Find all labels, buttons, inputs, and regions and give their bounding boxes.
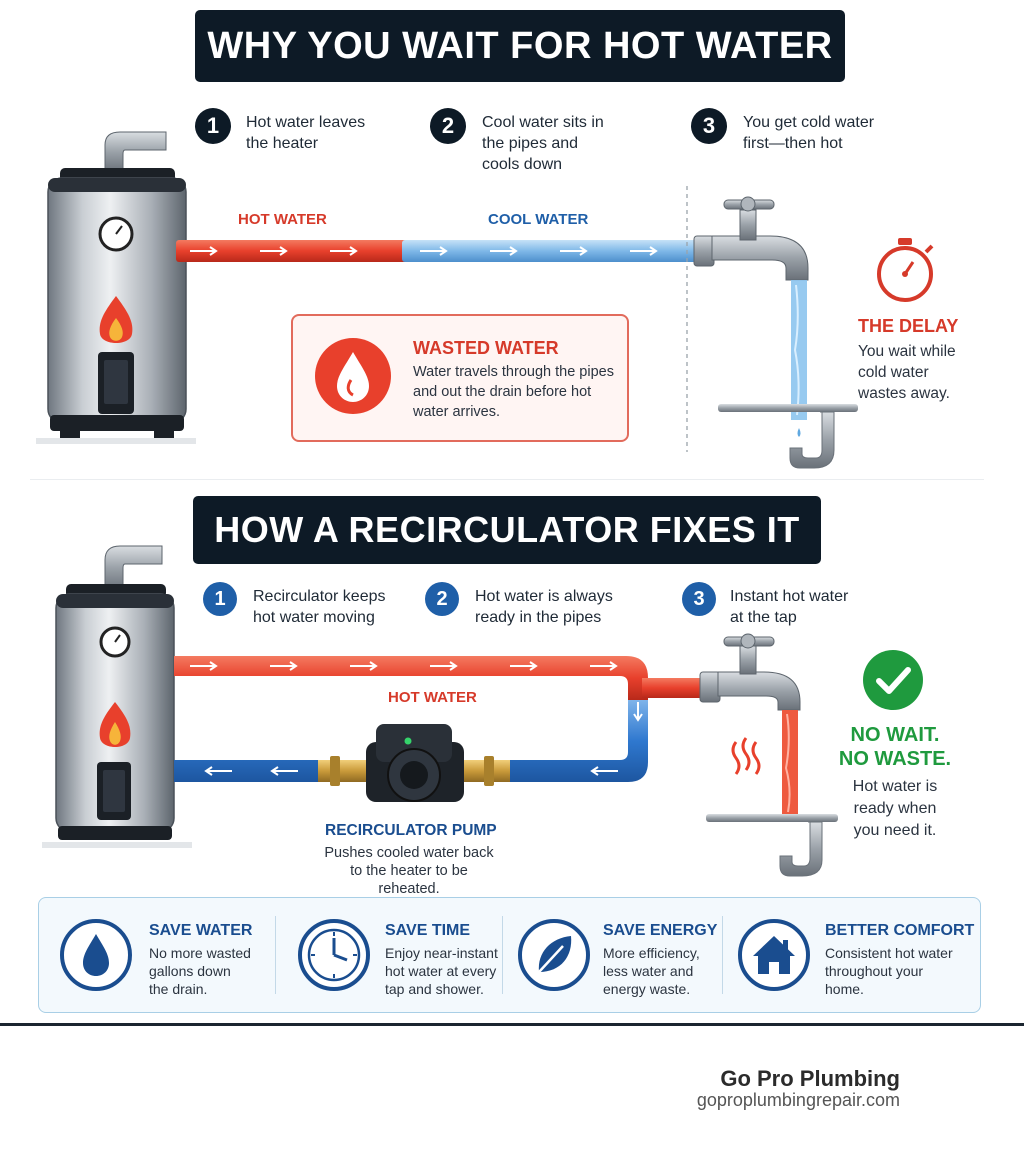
bottom-step-3-number: 3 <box>682 582 716 616</box>
house-icon <box>738 919 810 991</box>
benefit-title: SAVE ENERGY <box>603 922 718 939</box>
benefit-text: Enjoy near-instant hot water at every ta… <box>385 945 498 997</box>
hot-water-label-top: HOT WATER <box>238 211 327 228</box>
pump-text: Pushes cooled water back to the heater t… <box>324 845 494 897</box>
benefit-text: No more wasted gallons down the drain. <box>149 945 251 997</box>
top-step-1-text: Hot water leaves the heater <box>246 114 366 152</box>
hot-pipe-top <box>176 240 408 262</box>
top-step-3-number: 3 <box>691 108 727 144</box>
drain-pipe-bottom <box>779 821 823 877</box>
faucet-bottom <box>699 633 801 711</box>
delay-text: You wait while cold water wastes away. <box>858 343 956 402</box>
bottom-step-3-text: Instant hot water at the tap <box>730 588 849 626</box>
faucet-top <box>693 196 809 281</box>
hot-water-stream <box>782 710 798 816</box>
benefit-divider <box>502 916 503 994</box>
top-step-3-text: You get cold water first—then hot <box>743 114 875 152</box>
bottom-step-2-text: Hot water is always ready in the pipes <box>475 588 613 626</box>
return-pipe-bottom <box>174 700 648 782</box>
recirculator-pump-icon <box>318 724 510 802</box>
bottom-step-2-number: 2 <box>425 582 459 616</box>
benefit-save-time: SAVE TIME Enjoy near-instant hot water a… <box>279 898 499 1012</box>
cool-pipe-top <box>402 240 702 262</box>
top-diagram <box>30 131 984 480</box>
water-heater-bottom <box>42 545 192 848</box>
bottom-step-1-number: 1 <box>203 582 237 616</box>
pump-title: RECIRCULATOR PUMP <box>325 822 497 839</box>
water-heater-top <box>36 131 196 444</box>
wasted-water-title: WASTED WATER <box>413 338 559 358</box>
leaf-icon <box>518 919 590 991</box>
benefit-divider <box>722 916 723 994</box>
footer-rule <box>0 1023 1024 1026</box>
benefit-title: SAVE WATER <box>149 922 253 939</box>
top-step-1-number: 1 <box>195 108 231 144</box>
benefit-divider <box>275 916 276 994</box>
benefits-panel: SAVE WATER No more wasted gallons down t… <box>38 897 981 1013</box>
top-step-2-text: Cool water sits in the pipes and cools d… <box>482 114 604 173</box>
drain-pipe-top <box>789 411 835 469</box>
water-drop-icon <box>60 919 132 991</box>
water-drop-icon <box>315 338 391 414</box>
benefit-title: BETTER COMFORT <box>825 922 975 939</box>
result-title: NO WAIT. NO WASTE. <box>838 724 952 770</box>
check-icon <box>863 650 923 710</box>
benefit-text: Consistent hot water throughout your hom… <box>825 945 953 997</box>
wasted-water-text: Water travels through the pipes and out … <box>413 364 614 420</box>
benefit-text: More efficiency, less water and energy w… <box>603 945 700 997</box>
cool-water-label-top: COOL WATER <box>488 211 589 228</box>
flow-arrows-bottom <box>190 661 643 776</box>
top-section-title-banner: WHY YOU WAIT FOR HOT WATER <box>195 10 845 82</box>
benefit-save-energy: SAVE ENERGY More efficiency, less water … <box>505 898 723 1012</box>
top-section-title: WHY YOU WAIT FOR HOT WATER <box>207 24 833 67</box>
clock-icon <box>298 919 370 991</box>
result-text: Hot water is ready when you need it. <box>852 778 938 839</box>
bottom-section-title: HOW A RECIRCULATOR FIXES IT <box>214 509 800 550</box>
wasted-water-callout: WASTED WATER Water travels through the p… <box>291 314 629 442</box>
cold-water-stream <box>791 280 807 437</box>
stopwatch-icon <box>877 238 934 302</box>
sink-top <box>718 404 858 412</box>
benefit-better-comfort: BETTER COMFORT Consistent hot water thro… <box>725 898 977 1012</box>
company-url: goproplumbingrepair.com <box>696 1090 900 1110</box>
top-step-2-number: 2 <box>430 108 466 144</box>
company-name: Go Pro Plumbing <box>720 1066 900 1091</box>
delay-title: THE DELAY <box>858 316 959 336</box>
sink-bottom <box>706 814 838 822</box>
flow-arrows-top <box>190 246 658 256</box>
bottom-step-1-text: Recirculator keeps hot water moving <box>253 588 386 626</box>
hot-water-label-bottom: HOT WATER <box>388 689 477 706</box>
bottom-diagram <box>42 545 923 877</box>
benefit-title: SAVE TIME <box>385 922 471 939</box>
bottom-section-title-banner: HOW A RECIRCULATOR FIXES IT <box>193 496 821 564</box>
steam-icon <box>731 737 761 775</box>
benefit-save-water: SAVE WATER No more wasted gallons down t… <box>39 898 271 1012</box>
